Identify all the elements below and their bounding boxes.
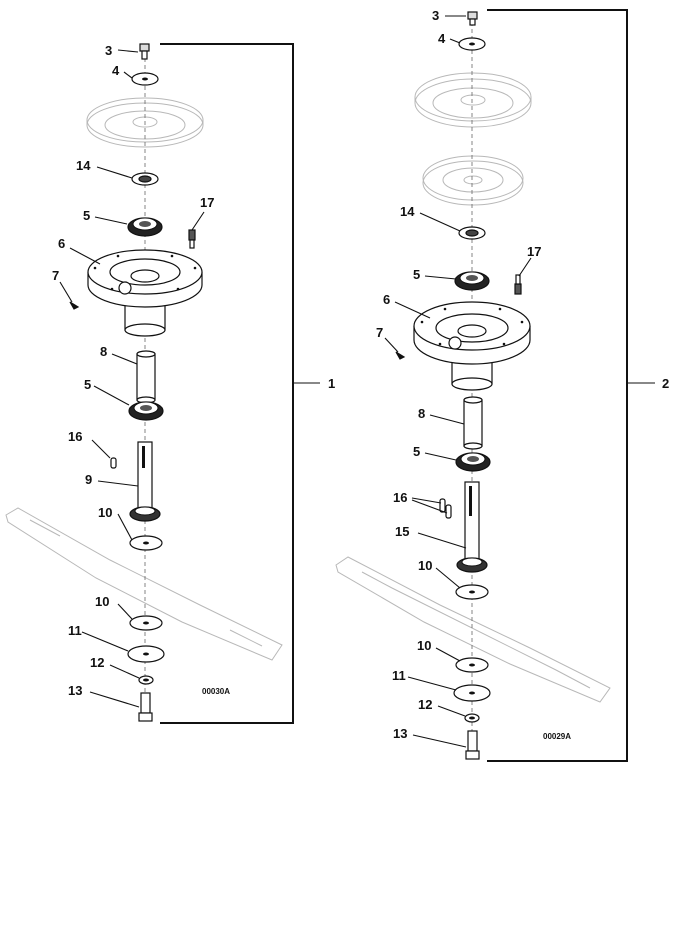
part-10-washer-upper: [129, 535, 163, 551]
assembly-1: 3 4 14 5 17 6 7 8 5 16 9 10 10 11 12 13 …: [5, 43, 335, 724]
callout-17: 17: [200, 195, 214, 210]
part-7-fitting: [69, 301, 80, 310]
callout-labels-2: 3 4 14 5 17 6 7 8 5 16 15 10 10 11 12 13…: [376, 8, 669, 741]
leader-lines-2: [384, 15, 532, 748]
part-5-bearing-upper: [454, 271, 490, 291]
callout-5: 5: [413, 267, 420, 282]
callout-4: 4: [112, 63, 120, 78]
callout-12: 12: [90, 655, 104, 670]
callout-10-lower: 10: [95, 594, 109, 609]
callout-5: 5: [83, 208, 90, 223]
part-12-lock-washer: [138, 675, 154, 685]
callout-8: 8: [100, 344, 107, 359]
part-6-spindle-housing: [87, 249, 203, 337]
part-15-spindle-shaft: [456, 481, 488, 573]
assembly-number-1: 1: [328, 376, 335, 391]
part-8-spacer-tube: [136, 350, 156, 404]
part-8-spacer-tube: [463, 396, 483, 450]
leader-lines-1: [59, 49, 205, 708]
callout-14: 14: [400, 204, 415, 219]
part-10-washer-lower: [455, 657, 489, 673]
part-11-washer: [453, 684, 491, 702]
callout-10: 10: [98, 505, 112, 520]
callout-5-lower: 5: [84, 377, 91, 392]
part-10-washer-upper: [455, 584, 489, 600]
pulley-outline-2-lower: [422, 155, 524, 206]
callout-10-lower: 10: [417, 638, 431, 653]
part-4-washer: [458, 37, 486, 51]
pulley-outline-2-upper: [414, 72, 532, 128]
callout-7: 7: [376, 325, 383, 340]
part-5-bearing-lower: [455, 452, 491, 472]
part-11-washer: [127, 645, 165, 663]
callout-10: 10: [418, 558, 432, 573]
assembly-number-2: 2: [662, 376, 669, 391]
assembly-bracket-2: [487, 9, 628, 762]
part-3-bolt: [467, 11, 478, 26]
part-5-bearing-upper: [127, 217, 163, 237]
part-17-grease-fitting: [188, 229, 196, 249]
part-4-washer: [131, 72, 159, 86]
callout-5-lower: 5: [413, 444, 420, 459]
part-14-spacer: [131, 172, 159, 186]
part-16-keys: [439, 498, 452, 519]
callout-8: 8: [418, 406, 425, 421]
callout-13: 13: [393, 726, 407, 741]
callout-12: 12: [418, 697, 432, 712]
callout-6: 6: [58, 236, 65, 251]
part-10-washer-lower: [129, 615, 163, 631]
part-3-bolt: [139, 43, 150, 60]
callout-15: 15: [395, 524, 409, 539]
part-14-spacer: [458, 226, 486, 240]
callout-11: 11: [68, 623, 82, 638]
part-7-fitting: [395, 351, 406, 360]
callout-17: 17: [527, 244, 541, 259]
callout-6: 6: [383, 292, 390, 307]
part-13-bolt: [138, 692, 153, 722]
callout-11: 11: [392, 668, 406, 683]
callout-3: 3: [105, 43, 112, 58]
part-9-spindle-shaft: [129, 441, 161, 522]
callout-3: 3: [432, 8, 439, 23]
blade-outline-1: [5, 507, 283, 661]
callout-labels-1: 3 4 14 5 17 6 7 8 5 16 9 10 10 11 12 13 …: [52, 43, 335, 698]
drawing-code-2: 00029A: [543, 732, 571, 741]
assembly-2: 3 4 14 5 17 6 7 8 5 16 15 10 10 11 12 13…: [335, 8, 669, 762]
drawing-code-1: 00030A: [202, 687, 230, 696]
callout-13: 13: [68, 683, 82, 698]
callout-4: 4: [438, 31, 446, 46]
part-12-lock-washer: [464, 713, 480, 723]
part-16-key: [110, 457, 117, 469]
callout-16: 16: [393, 490, 407, 505]
part-6-spindle-housing: [413, 301, 531, 391]
callout-7: 7: [52, 268, 59, 283]
part-13-bolt: [465, 730, 480, 760]
callout-9: 9: [85, 472, 92, 487]
callout-14: 14: [76, 158, 91, 173]
part-17-grease-fitting: [514, 274, 522, 295]
part-5-bearing-lower: [128, 401, 164, 421]
callout-16: 16: [68, 429, 82, 444]
blade-outline-2: [335, 556, 611, 703]
